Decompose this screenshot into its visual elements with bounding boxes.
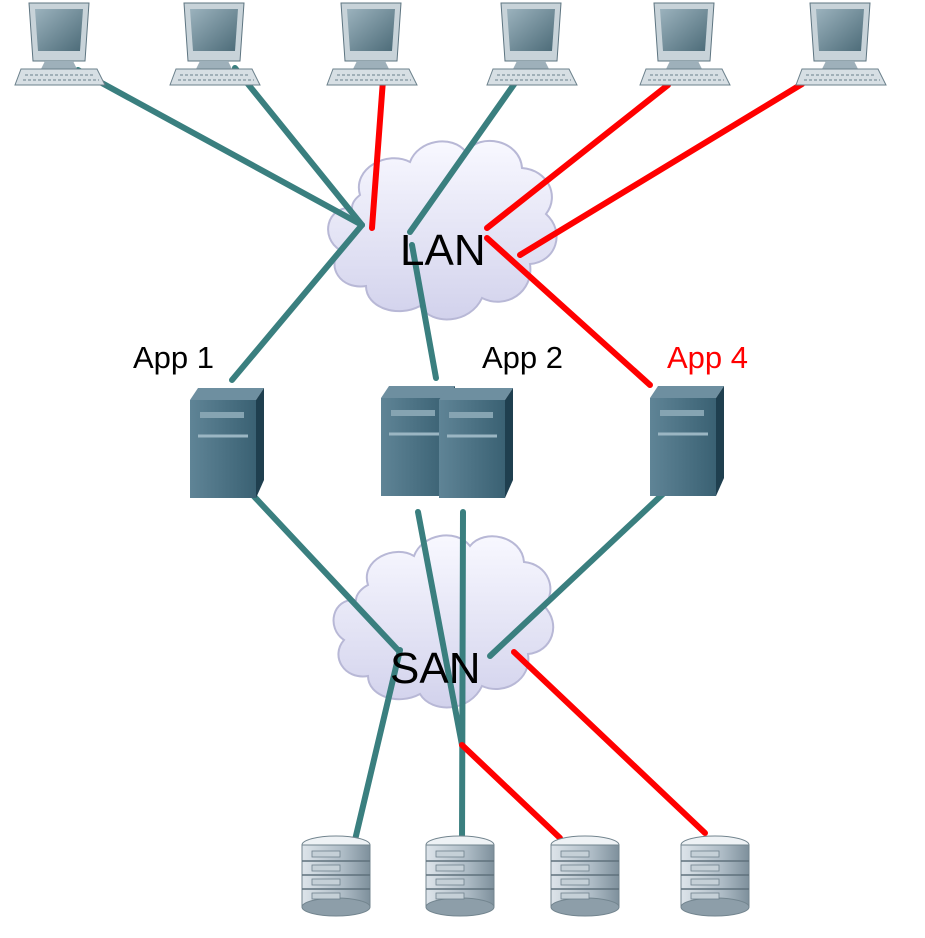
- workstation-icon: [169, 2, 261, 86]
- link-san-storage4-highlight: [511, 649, 708, 836]
- link-ws5-lan-highlight: [484, 82, 671, 231]
- link-lan-app2: [409, 242, 439, 381]
- server-icon-app1: [188, 386, 266, 500]
- link-app2b-storage2: [459, 509, 466, 848]
- link-ws2-lan: [232, 65, 365, 228]
- lan-label: LAN: [400, 226, 486, 275]
- link-ws3-lan-highlight: [369, 77, 386, 231]
- server-icon-app4: [648, 384, 726, 498]
- link-ws4-lan: [407, 80, 518, 235]
- link-app4-san: [487, 489, 668, 659]
- storage-array-icon: [550, 835, 620, 917]
- workstation-icon: [486, 2, 578, 86]
- link-ws1-lan: [75, 67, 365, 228]
- app1-label: App 1: [133, 340, 214, 375]
- link-app1-san: [245, 487, 401, 653]
- storage-array-icon: [425, 835, 495, 917]
- link-lan-app1: [229, 222, 365, 383]
- link-app2a-storage2: [415, 509, 465, 748]
- workstation-icon: [639, 2, 731, 86]
- workstation-icon: [14, 2, 106, 86]
- san-label: SAN: [390, 644, 480, 693]
- link-ws6-lan-highlight: [517, 81, 805, 258]
- workstation-icon: [326, 2, 418, 86]
- link-san-storage3-highlight: [459, 742, 563, 841]
- link-san-storage1: [352, 647, 403, 843]
- storage-array-icon: [301, 835, 371, 917]
- link-lan-app4-highlight: [484, 235, 653, 388]
- app4-label: App 4: [667, 340, 748, 375]
- storage-array-icon: [680, 835, 750, 917]
- workstation-icon: [795, 2, 887, 86]
- app2-label: App 2: [482, 340, 563, 375]
- server-icon-app2-front: [437, 386, 515, 500]
